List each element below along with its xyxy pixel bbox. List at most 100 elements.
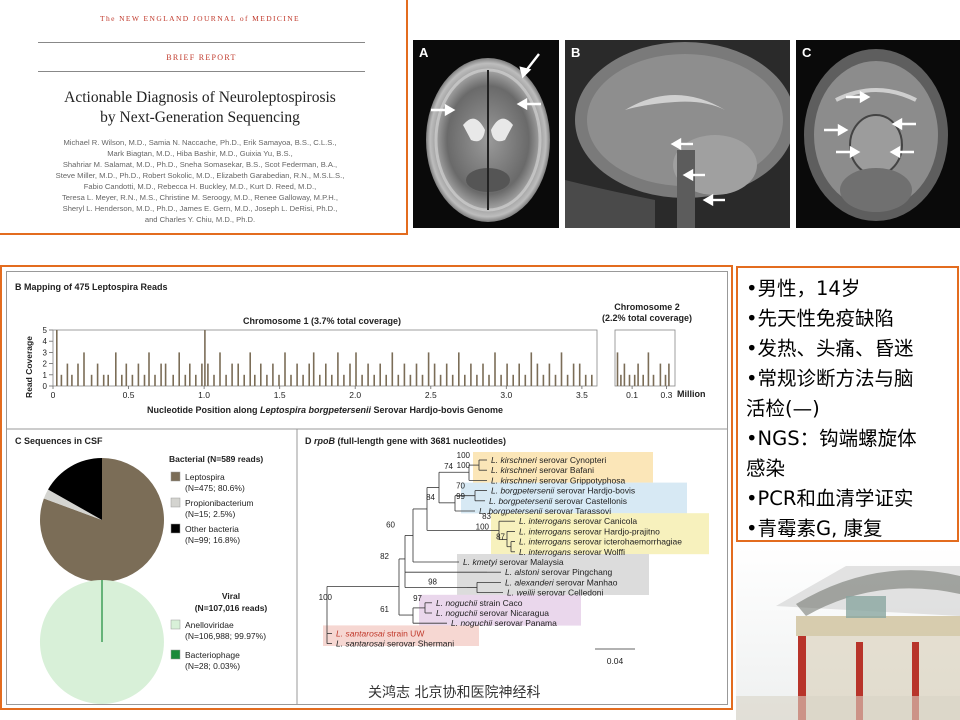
coverage-bar xyxy=(668,363,670,386)
panel-d-heading: D rpoB (full-length gene with 3681 nucle… xyxy=(305,436,506,446)
coverage-bar xyxy=(397,374,400,386)
coverage-bar xyxy=(566,374,569,386)
y-tick-label: 1 xyxy=(43,371,48,380)
mri-axial-a: A xyxy=(413,40,559,228)
coverage-bar xyxy=(482,363,484,386)
coverage-bar xyxy=(536,363,539,386)
tree-taxon-label: L. noguchii serovar Panama xyxy=(451,618,557,628)
coverage-bar xyxy=(107,374,109,386)
chr2-title-line2: (2.2% total coverage) xyxy=(602,313,692,323)
x-tick-label: 1.5 xyxy=(274,390,286,400)
summary-item: •NGS：钩端螺旋体 xyxy=(746,427,917,450)
clade-highlight xyxy=(491,513,709,555)
coverage-bar xyxy=(184,374,187,386)
author-line: and Charles Y. Chiu, M.D., Ph.D. xyxy=(144,215,256,224)
bootstrap-value: 61 xyxy=(380,605,389,614)
tree-taxon-label: L. interrogans serovar Hardjo-prajitno xyxy=(519,526,660,536)
coverage-bar xyxy=(391,352,394,386)
coverage-bar xyxy=(131,374,134,386)
x-axis-label: Nucleotide Position along Leptospira bor… xyxy=(147,405,503,415)
coverage-bar xyxy=(172,374,174,386)
coverage-bar xyxy=(578,363,581,386)
legend-swatch xyxy=(170,471,181,482)
coverage-bar xyxy=(319,374,321,386)
summary-box: •男性，14岁 •先天性免疫缺陷 •发热、头痛、昏迷 •常规诊断方法与脑 活检(… xyxy=(736,266,959,542)
x-tick-label: 0 xyxy=(51,390,56,400)
coverage-bar xyxy=(164,363,167,386)
legend-detail: (N=15; 2.5%) xyxy=(185,509,235,519)
author-line: Mark Biagtan, M.D., Hiba Bashir, M.D., G… xyxy=(107,149,293,158)
coverage-bar xyxy=(361,374,363,386)
legend-label: Bacteriophage xyxy=(185,650,240,660)
coverage-bar xyxy=(500,374,502,386)
coverage-bar xyxy=(195,374,197,386)
coverage-bar xyxy=(616,352,619,386)
clade-highlight xyxy=(461,482,687,514)
chr2-title-line1: Chromosome 2 xyxy=(614,302,680,312)
coverage-bar xyxy=(572,363,575,386)
author-line: Steve Miller, M.D., Ph.D., Robert Sokoli… xyxy=(55,171,345,180)
paper-title-line1: Actionable Diagnosis of Neuroleptospiros… xyxy=(64,89,336,106)
arrow-icon xyxy=(431,53,541,117)
coverage-bar xyxy=(554,374,557,386)
bootstrap-value: 82 xyxy=(380,552,389,561)
coverage-bar xyxy=(204,330,206,386)
panel-b-heading: B Mapping of 475 Leptospira Reads xyxy=(15,282,168,292)
coverage-bar xyxy=(659,363,662,386)
chr1-bars xyxy=(56,330,593,386)
tree-taxon-label: L. borgpetersenii serovar Tarassovi xyxy=(479,506,611,516)
coverage-bar xyxy=(633,374,636,386)
bootstrap-value: 70 xyxy=(456,482,465,491)
figure-panel: B Mapping of 475 Leptospira Reads Chromo… xyxy=(0,265,733,710)
coverage-bar xyxy=(458,352,460,386)
figure-frame: B Mapping of 475 Leptospira Reads Chromo… xyxy=(6,271,728,705)
tree-taxon-label: L. interrogans serovar icterohaemorrhagi… xyxy=(519,537,682,547)
coverage-bar xyxy=(518,363,520,386)
legend-detail: (N=106,988; 99.97%) xyxy=(185,631,266,641)
panel-c-heading: C Sequences in CSF xyxy=(15,436,103,446)
coverage-bar xyxy=(506,363,508,386)
scale-bar-label: 0.04 xyxy=(607,656,624,666)
coverage-bar xyxy=(439,374,442,386)
y-tick-label: 5 xyxy=(43,326,48,335)
mri-sagittal-b: B xyxy=(565,40,790,228)
coverage-bar xyxy=(494,352,496,386)
coverage-bar xyxy=(121,374,123,386)
chr2-plot-area xyxy=(614,329,676,387)
x-tick-label: 3.5 xyxy=(576,390,588,400)
coverage-bar xyxy=(90,374,93,386)
coverage-bar xyxy=(433,363,436,386)
coverage-bar xyxy=(96,363,99,386)
viral-legend: Anelloviridae(N=106,988; 99.97%) Bacterio… xyxy=(170,619,266,671)
viral-pie xyxy=(39,580,164,704)
coverage-bar xyxy=(445,363,448,386)
x-tick-label: 3.0 xyxy=(500,390,512,400)
mri-label-a: A xyxy=(419,45,429,60)
coverage-bar xyxy=(530,352,533,386)
coverage-bar xyxy=(620,374,622,386)
coverage-bar xyxy=(664,374,667,386)
coverage-bar xyxy=(421,374,424,386)
coverage-bar xyxy=(379,363,381,386)
x-tick-label: 0.1 xyxy=(626,390,638,400)
bootstrap-value: 100 xyxy=(457,461,471,470)
coverage-bar xyxy=(56,330,58,386)
tree-taxon-label: L. kirschneri serovar Grippotyphosa xyxy=(491,475,625,485)
coverage-bar xyxy=(137,363,140,386)
bootstrap-value: 84 xyxy=(426,493,435,502)
bootstrap-value: 60 xyxy=(386,520,395,529)
coverage-bar xyxy=(652,374,655,386)
legend-label: Anelloviridae xyxy=(185,620,234,630)
coverage-bar xyxy=(512,374,514,386)
chr2-bars xyxy=(616,352,670,386)
x-tick-label: 2.0 xyxy=(349,390,361,400)
tree-taxon-label: L. kirschneri serovar Bafani xyxy=(491,465,594,475)
legend-swatch xyxy=(170,619,181,630)
y-tick-label: 4 xyxy=(43,337,48,346)
pie-slice xyxy=(40,458,165,582)
paper-title: Actionable Diagnosis of Neuroleptospiros… xyxy=(30,88,370,128)
legend-swatch xyxy=(170,523,181,534)
pie-slice xyxy=(48,458,102,520)
